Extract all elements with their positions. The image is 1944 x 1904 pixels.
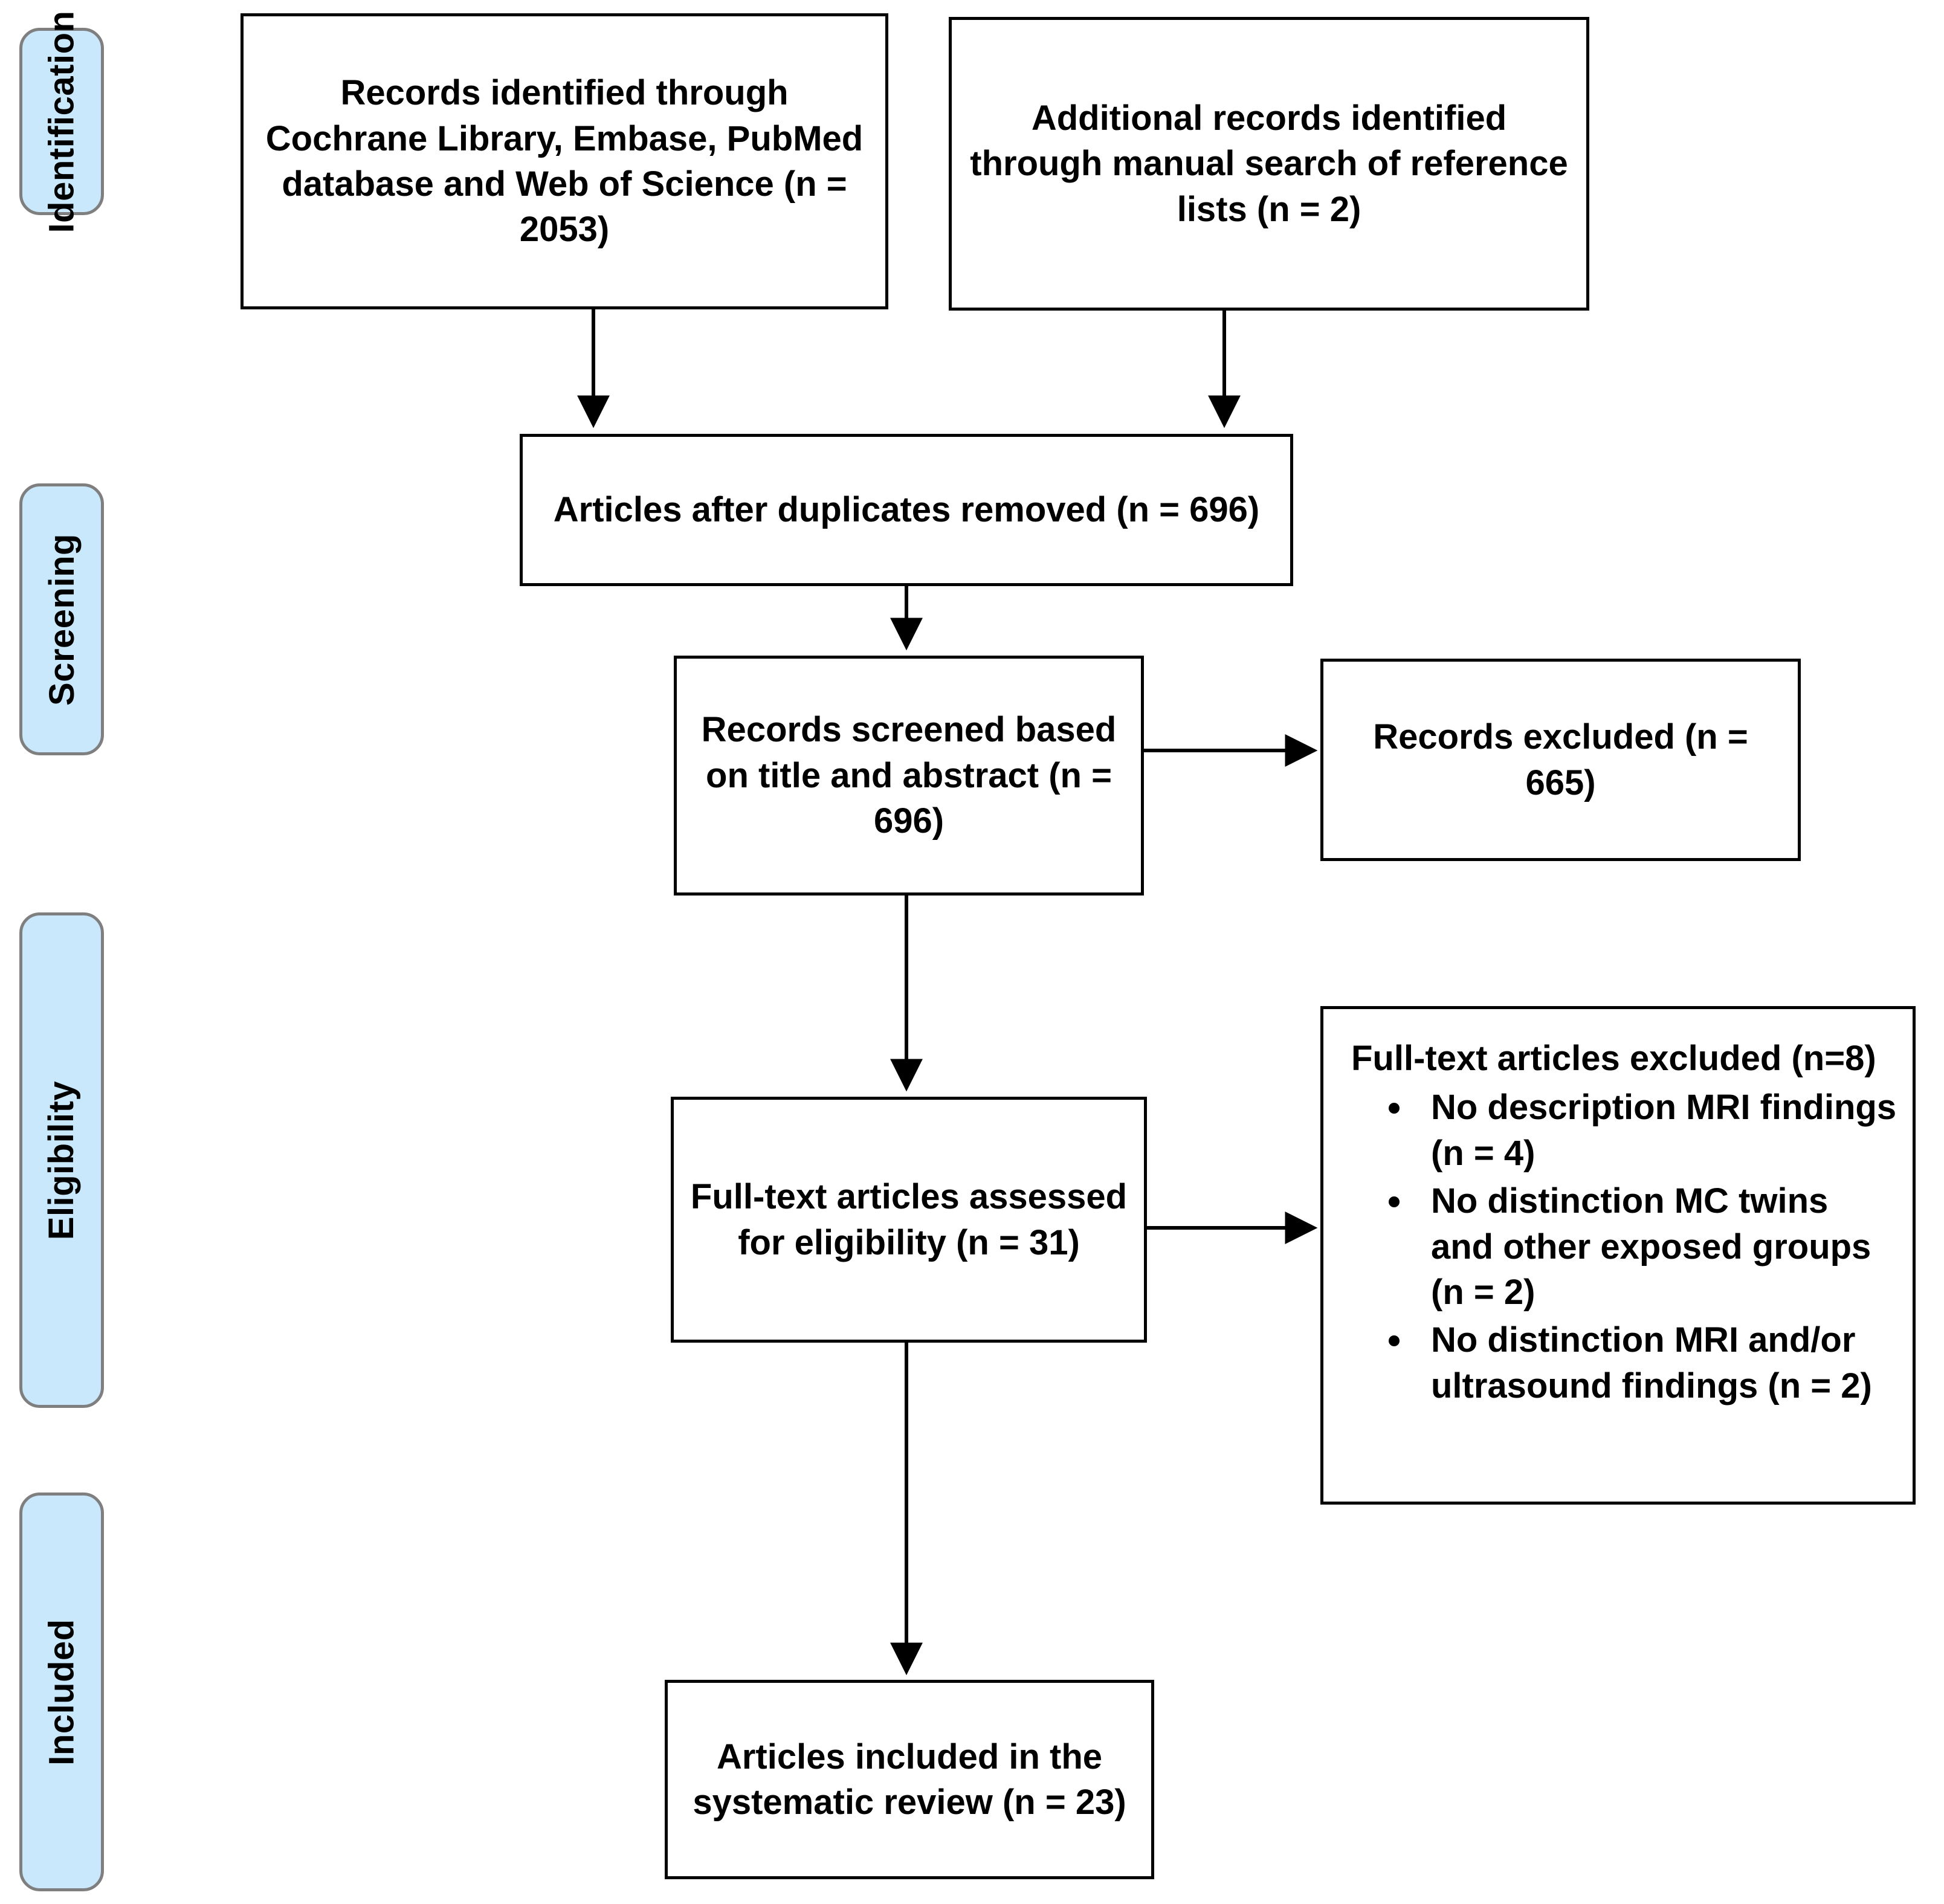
stage-identification: Identification [19, 10, 104, 233]
stage-identification-label: Identification [42, 10, 82, 233]
list-item: No description MRI findings (n = 4) [1389, 1085, 1897, 1176]
box-fulltext-assessed-text: Full-text articles assessed for eligibil… [690, 1177, 1128, 1262]
list-item: No distinction MC twins and other expose… [1389, 1178, 1897, 1315]
list-item: No distinction MRI and/or ultrasound fin… [1389, 1317, 1897, 1409]
box-additional-records-text: Additional records identified through ma… [970, 98, 1568, 229]
stage-eligibility: Eligibility [19, 912, 104, 1408]
fulltext-excluded-reason-list: No description MRI findings (n = 4) No d… [1351, 1085, 1897, 1411]
stage-screening: Screening [19, 483, 104, 755]
box-records-screened-text: Records screened based on title and abst… [701, 710, 1117, 841]
stage-included-label: Included [42, 1618, 82, 1766]
stage-screening-label: Screening [42, 533, 82, 706]
box-additional-records: Additional records identified through ma… [949, 17, 1589, 311]
box-fulltext-excluded-title: Full-text articles excluded (n=8) [1351, 1039, 1876, 1078]
box-records-excluded-text: Records excluded (n = 665) [1373, 717, 1748, 802]
box-duplicates-removed-text: Articles after duplicates removed (n = 6… [553, 490, 1260, 530]
box-fulltext-assessed: Full-text articles assessed for eligibil… [671, 1097, 1147, 1343]
box-articles-included: Articles included in the systematic revi… [665, 1680, 1154, 1879]
box-records-screened: Records screened based on title and abst… [674, 656, 1144, 896]
stage-eligibility-label: Eligibility [42, 1080, 82, 1240]
box-records-excluded: Records excluded (n = 665) [1320, 659, 1801, 861]
box-records-identified: Records identified through Cochrane Libr… [241, 13, 888, 309]
box-fulltext-excluded: Full-text articles excluded (n=8) No des… [1320, 1006, 1916, 1505]
stage-included: Included [19, 1493, 104, 1891]
box-articles-included-text: Articles included in the systematic revi… [693, 1737, 1126, 1822]
box-duplicates-removed: Articles after duplicates removed (n = 6… [520, 434, 1293, 586]
box-records-identified-text: Records identified through Cochrane Libr… [265, 73, 864, 250]
